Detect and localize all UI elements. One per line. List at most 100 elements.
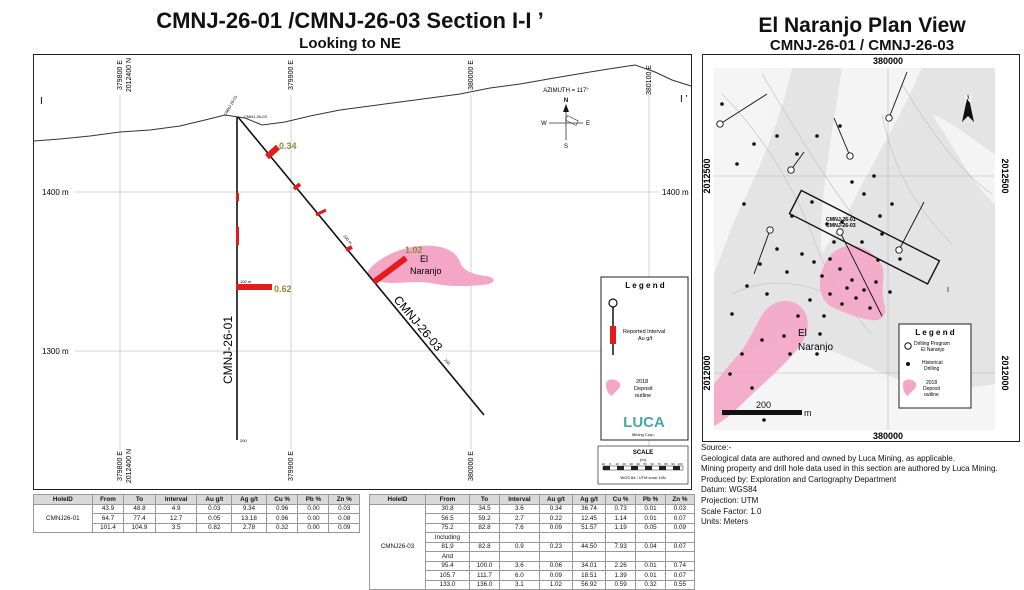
plan-section-mark: I [947,287,949,294]
svg-text:30: 30 [629,462,633,466]
interval-h3-2 [292,182,302,191]
elevation-label-left-1400: 1400 m [42,188,69,197]
plan-legend-deposit-3: outline [924,392,939,398]
grid-label-bottom-2-e: 379900 E [288,451,295,481]
hole-name-cmnj-26-03: CMNJ-26-03 [391,293,446,354]
t2-header-interval: Interval [499,494,540,505]
assay-table-cmnj26-03: HoleID From To Interval Au g/t Ag g/t Cu… [368,494,696,590]
grid-label-top-2-e: 379900 E [288,60,295,90]
svg-text:-10: -10 [601,462,606,466]
plan-deposit-north [820,245,886,321]
hole-trace-cmnj-26-03 [237,116,485,416]
plan-scale-bar: 200 m [722,400,812,418]
azimuth-label: AZIMUTH = 117° [543,88,589,94]
t1-header-ag: Ag g/t [231,494,267,505]
source-line: Scale Factor: 1.0 [701,506,762,516]
t1-header-to: To [123,494,156,505]
t1-header-pb: Pb % [297,494,330,505]
section-deposit-label-1: El [420,254,428,264]
svg-text:80: 80 [664,462,668,466]
plan-northing-right-2012000: 2012000 [1000,355,1010,390]
legend-collar-icon [608,298,618,308]
legend-interval-label-2: Au g/t [638,336,653,342]
source-line: Projection: UTM [701,495,759,505]
section-frame [33,54,692,490]
svg-text:50: 50 [643,462,647,466]
compass-rose: AZIMUTH = 117° N S E W [541,88,590,150]
legend-interval-label-1: Reported Interval [623,329,665,335]
t2-header-holeid: HoleID [368,494,427,505]
plan-section-box [788,189,941,285]
t2-header-pb: Pb % [635,494,666,505]
grid-label-top-4-e: 380100 E [646,65,653,95]
svg-text:90: 90 [671,462,675,466]
plan-deposit-label-1: El [798,328,807,339]
plan-easting-bottom: 380000 [873,431,903,441]
grid-label-bottom-1-e: 379800 E [117,451,124,481]
interval-h3-3 [315,208,327,217]
compass-e: E [586,121,590,127]
plan-holes-label-2: CMNJ-26-03 [826,223,856,229]
plan-legend-historical-2: Drilling [924,366,940,372]
plan-subtitle: CMNJ-26-01 / CMNJ-26-03 [769,37,955,54]
svg-text:40: 40 [636,462,640,466]
plan-northing-right-2012500: 2012500 [1000,158,1010,193]
plan-north-arrow-icon: N [962,94,974,122]
legend-deposit-label-3: outline [635,393,651,399]
interval-h1-3 [236,284,272,290]
svg-text:10: 10 [615,462,619,466]
legend-deposit-label-2: Deposit [634,386,653,392]
compass-w: W [541,121,547,127]
interval-h1-2 [236,227,239,245]
topography-line [33,64,692,142]
t1-header-holeid: HoleID [33,494,93,505]
section-deposit-label-2: Naranjo [410,266,442,276]
svg-text:100: 100 [677,462,682,466]
plan-legend-deposit-1: 2018 [926,380,937,386]
plan-legend-deposit-2: Deposit [923,386,941,392]
section-legend-title: L e g e n d [625,281,665,290]
grid-label-top-3-e: 380000 E [468,60,475,90]
legend-deposit-label-1: 2018 [636,379,648,385]
source-line: Produced by: Exploration and Cartography… [701,474,897,484]
section-title: CMNJ-26-01 /CMNJ-26-03 Section I-I ’ [156,8,544,33]
plan-northing-left-2012500: 2012500 [702,158,712,193]
scale-datum: WGS 84 / UTM zone 14N [620,475,665,480]
interval-h3-5 [372,255,408,285]
legend-program-icon [904,342,912,350]
section-deposit-outline [367,245,494,287]
t2-header-ag: Ag g/t [571,494,607,505]
plan-frame [702,54,1020,442]
depth-label-h3-200: 200 [443,357,452,366]
grid-label-top-1-e: 379800 E [117,60,124,90]
t1-hole-id: CMNJ26-01 [33,503,93,533]
depth-label-h3-100: 100 m [342,233,353,245]
svg-text:20: 20 [622,462,626,466]
depth-label-h1-200: 200 [240,438,247,443]
svg-text:60: 60 [650,462,654,466]
svg-text:N: N [965,94,972,104]
section-mark-left: I [40,96,43,107]
historical-drill-dots [720,102,902,422]
section-subtitle: Looking to NE [299,35,401,52]
plan-legend-program-1: Drilling Program [914,341,950,347]
scale-units: (m) [640,457,647,462]
plan-title: El Naranjo Plan View [758,14,966,37]
plan-legend-title: L e g e n d [915,328,955,337]
interval-h3-4 [345,245,353,252]
t2-header-cu: Cu % [605,494,637,505]
legend-interval-icon [610,326,616,344]
scale-bar: SCALE (m) -10 0 10 20 30 40 50 60 70 80 … [597,445,689,485]
t2-header-to: To [468,494,501,505]
hole-name-cmnj-26-01: CMNJ-26-01 [221,316,235,384]
t1-header-interval: Interval [154,494,198,505]
t2-hole-id: CMNJ26-03 [368,503,427,590]
assay-label-034: 0.34 [279,141,297,151]
